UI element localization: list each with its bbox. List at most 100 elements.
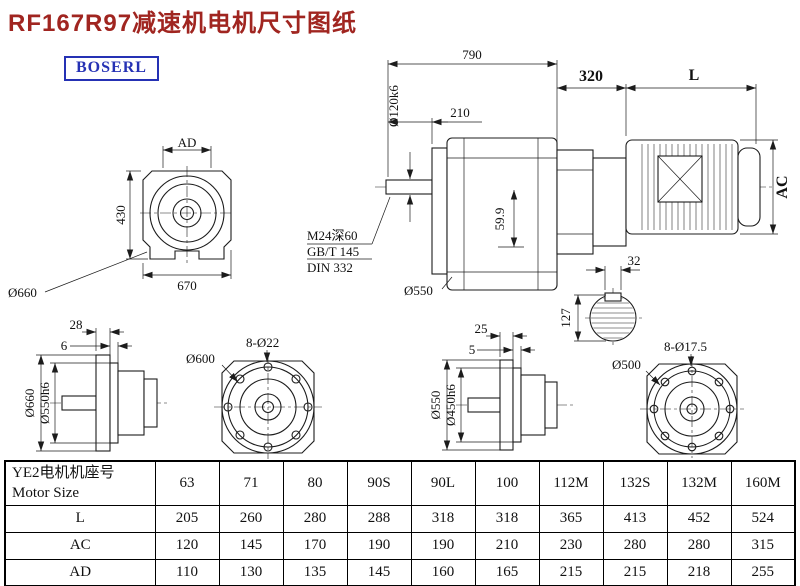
bottom-view-3: 25 5 Ø550 Ø450h6 [428, 321, 574, 451]
output-shaft [385, 179, 433, 195]
motor-size-table: YE2电机机座号 Motor Size 63 71 80 90S 90L 100… [4, 460, 796, 586]
value-cell: 165 [474, 558, 540, 586]
dim-v1-d2: 6 [61, 338, 68, 353]
value-cell: 215 [538, 558, 604, 586]
dim-v1-spigot: Ø550h6 [37, 382, 52, 424]
value-cell: 280 [666, 531, 732, 560]
frame-size-col: 90L [410, 460, 476, 506]
dim-v3-d2: 5 [469, 342, 476, 357]
dim-v3-d1: 25 [475, 321, 488, 336]
value-cell: 452 [666, 504, 732, 533]
value-cell: 145 [346, 558, 412, 586]
bv3-flange [499, 359, 514, 451]
frame-size-col: 80 [282, 460, 348, 506]
value-cell: 318 [474, 504, 540, 533]
header-en: Motor Size [12, 485, 80, 502]
std-gb: GB/T 145 [307, 244, 359, 259]
dim-v1-od: Ø660 [22, 389, 37, 418]
value-cell: 135 [282, 558, 348, 586]
dim-shaft-length: 210 [450, 105, 470, 120]
value-cell: 130 [218, 558, 284, 586]
frame-size-col: 160M [730, 460, 796, 506]
value-cell: 288 [346, 504, 412, 533]
value-cell: 205 [154, 504, 220, 533]
technical-drawing: AD 430 670 Ø660 [8, 47, 791, 459]
frame-size-col: 63 [154, 460, 220, 506]
gearbox-front-view: AD 430 670 Ø660 [8, 135, 234, 300]
frame-size-col: 132M [666, 460, 732, 506]
std-din: DIN 332 [307, 260, 353, 275]
motor-size-header: YE2电机机座号 Motor Size [4, 460, 156, 506]
boserl-logo: BOSERL [64, 56, 159, 81]
value-cell: 365 [538, 504, 604, 533]
row-label: AC [4, 531, 156, 560]
value-cell: 260 [218, 504, 284, 533]
logo-text: BOSERL [76, 59, 147, 76]
value-cell: 255 [730, 558, 796, 586]
page-title: RF167R97减速机电机尺寸图纸 [8, 10, 358, 37]
table-header-row: YE2电机机座号 Motor Size 63 71 80 90S 90L 100… [4, 460, 796, 506]
bv1-shaft [61, 395, 97, 411]
bv3-shaft [467, 397, 501, 413]
value-cell: 230 [538, 531, 604, 560]
value-cell: 190 [346, 531, 412, 560]
row-label: L [4, 504, 156, 533]
value-cell: 190 [410, 531, 476, 560]
bv1-flange [95, 354, 111, 452]
dim-shaft-section: 127 [558, 308, 573, 328]
frame-size-col: 90S [346, 460, 412, 506]
dim-v4-bolt-circle: Ø500 [612, 357, 641, 372]
frame-size-col: 112M [538, 460, 604, 506]
shaft-cross-section: 32 127 [558, 253, 643, 348]
value-cell: 315 [730, 531, 796, 560]
front-flange [431, 147, 448, 275]
dim-motor-ac: AC [774, 175, 791, 198]
table-row-AC: AC 120 145 170 190 190 210 230 280 280 3… [4, 531, 796, 560]
frame-size-col: 100 [474, 460, 540, 506]
frame-size-col: 132S [602, 460, 668, 506]
frame-size-col: 71 [218, 460, 284, 506]
dim-v2-bolt-circle: Ø600 [186, 351, 215, 366]
keyway [604, 292, 622, 302]
bv4-bolt-holes [649, 366, 735, 452]
value-cell: 160 [410, 558, 476, 586]
table-row-L: L 205 260 280 288 318 318 365 413 452 52… [4, 504, 796, 533]
value-cell: 110 [154, 558, 220, 586]
dim-adapter-length: 320 [579, 68, 603, 85]
value-cell: 218 [666, 558, 732, 586]
dim-v1-d1: 28 [70, 317, 83, 332]
row-label: AD [4, 558, 156, 586]
value-cell: 524 [730, 504, 796, 533]
dim-59-9: 59.9 [492, 208, 507, 231]
bv4-flange-outline [646, 363, 738, 455]
table-row-AD: AD 110 130 135 145 160 165 215 215 218 2… [4, 558, 796, 586]
value-cell: 318 [410, 504, 476, 533]
input-stage [556, 149, 594, 255]
header-cn: YE2电机机座号 [12, 465, 115, 481]
dim-key-width: 32 [628, 253, 641, 268]
gearmotor-side-view: 790 210 Ø120k6 M24深60 GB/T 145 DIN 332 5… [307, 47, 791, 298]
value-cell: 215 [602, 558, 668, 586]
value-cell: 145 [218, 531, 284, 560]
value-cell: 280 [282, 504, 348, 533]
value-cell: 280 [602, 531, 668, 560]
bottom-view-1: 28 6 Ø660 Ø550h6 [22, 317, 170, 452]
dim-v2-holes: 8-Ø22 [246, 335, 279, 350]
bottom-view-4: Ø500 8-Ø17.5 [612, 339, 744, 458]
motor-adapter [592, 157, 627, 247]
value-cell: 170 [282, 531, 348, 560]
dim-v3-od: Ø550 [428, 391, 443, 420]
dim-front-width: 670 [177, 278, 197, 293]
value-cell: 120 [154, 531, 220, 560]
dim-side-flange: Ø550 [404, 283, 433, 298]
dim-total-length: 790 [462, 47, 482, 62]
dim-front-height: 430 [113, 205, 128, 225]
dim-ad: AD [178, 135, 197, 150]
dim-motor-length: L [689, 67, 700, 84]
dim-v4-holes: 8-Ø17.5 [664, 339, 707, 354]
value-cell: 413 [602, 504, 668, 533]
value-cell: 210 [474, 531, 540, 560]
fan-cover [737, 147, 761, 227]
dim-front-flange: Ø660 [8, 285, 37, 300]
